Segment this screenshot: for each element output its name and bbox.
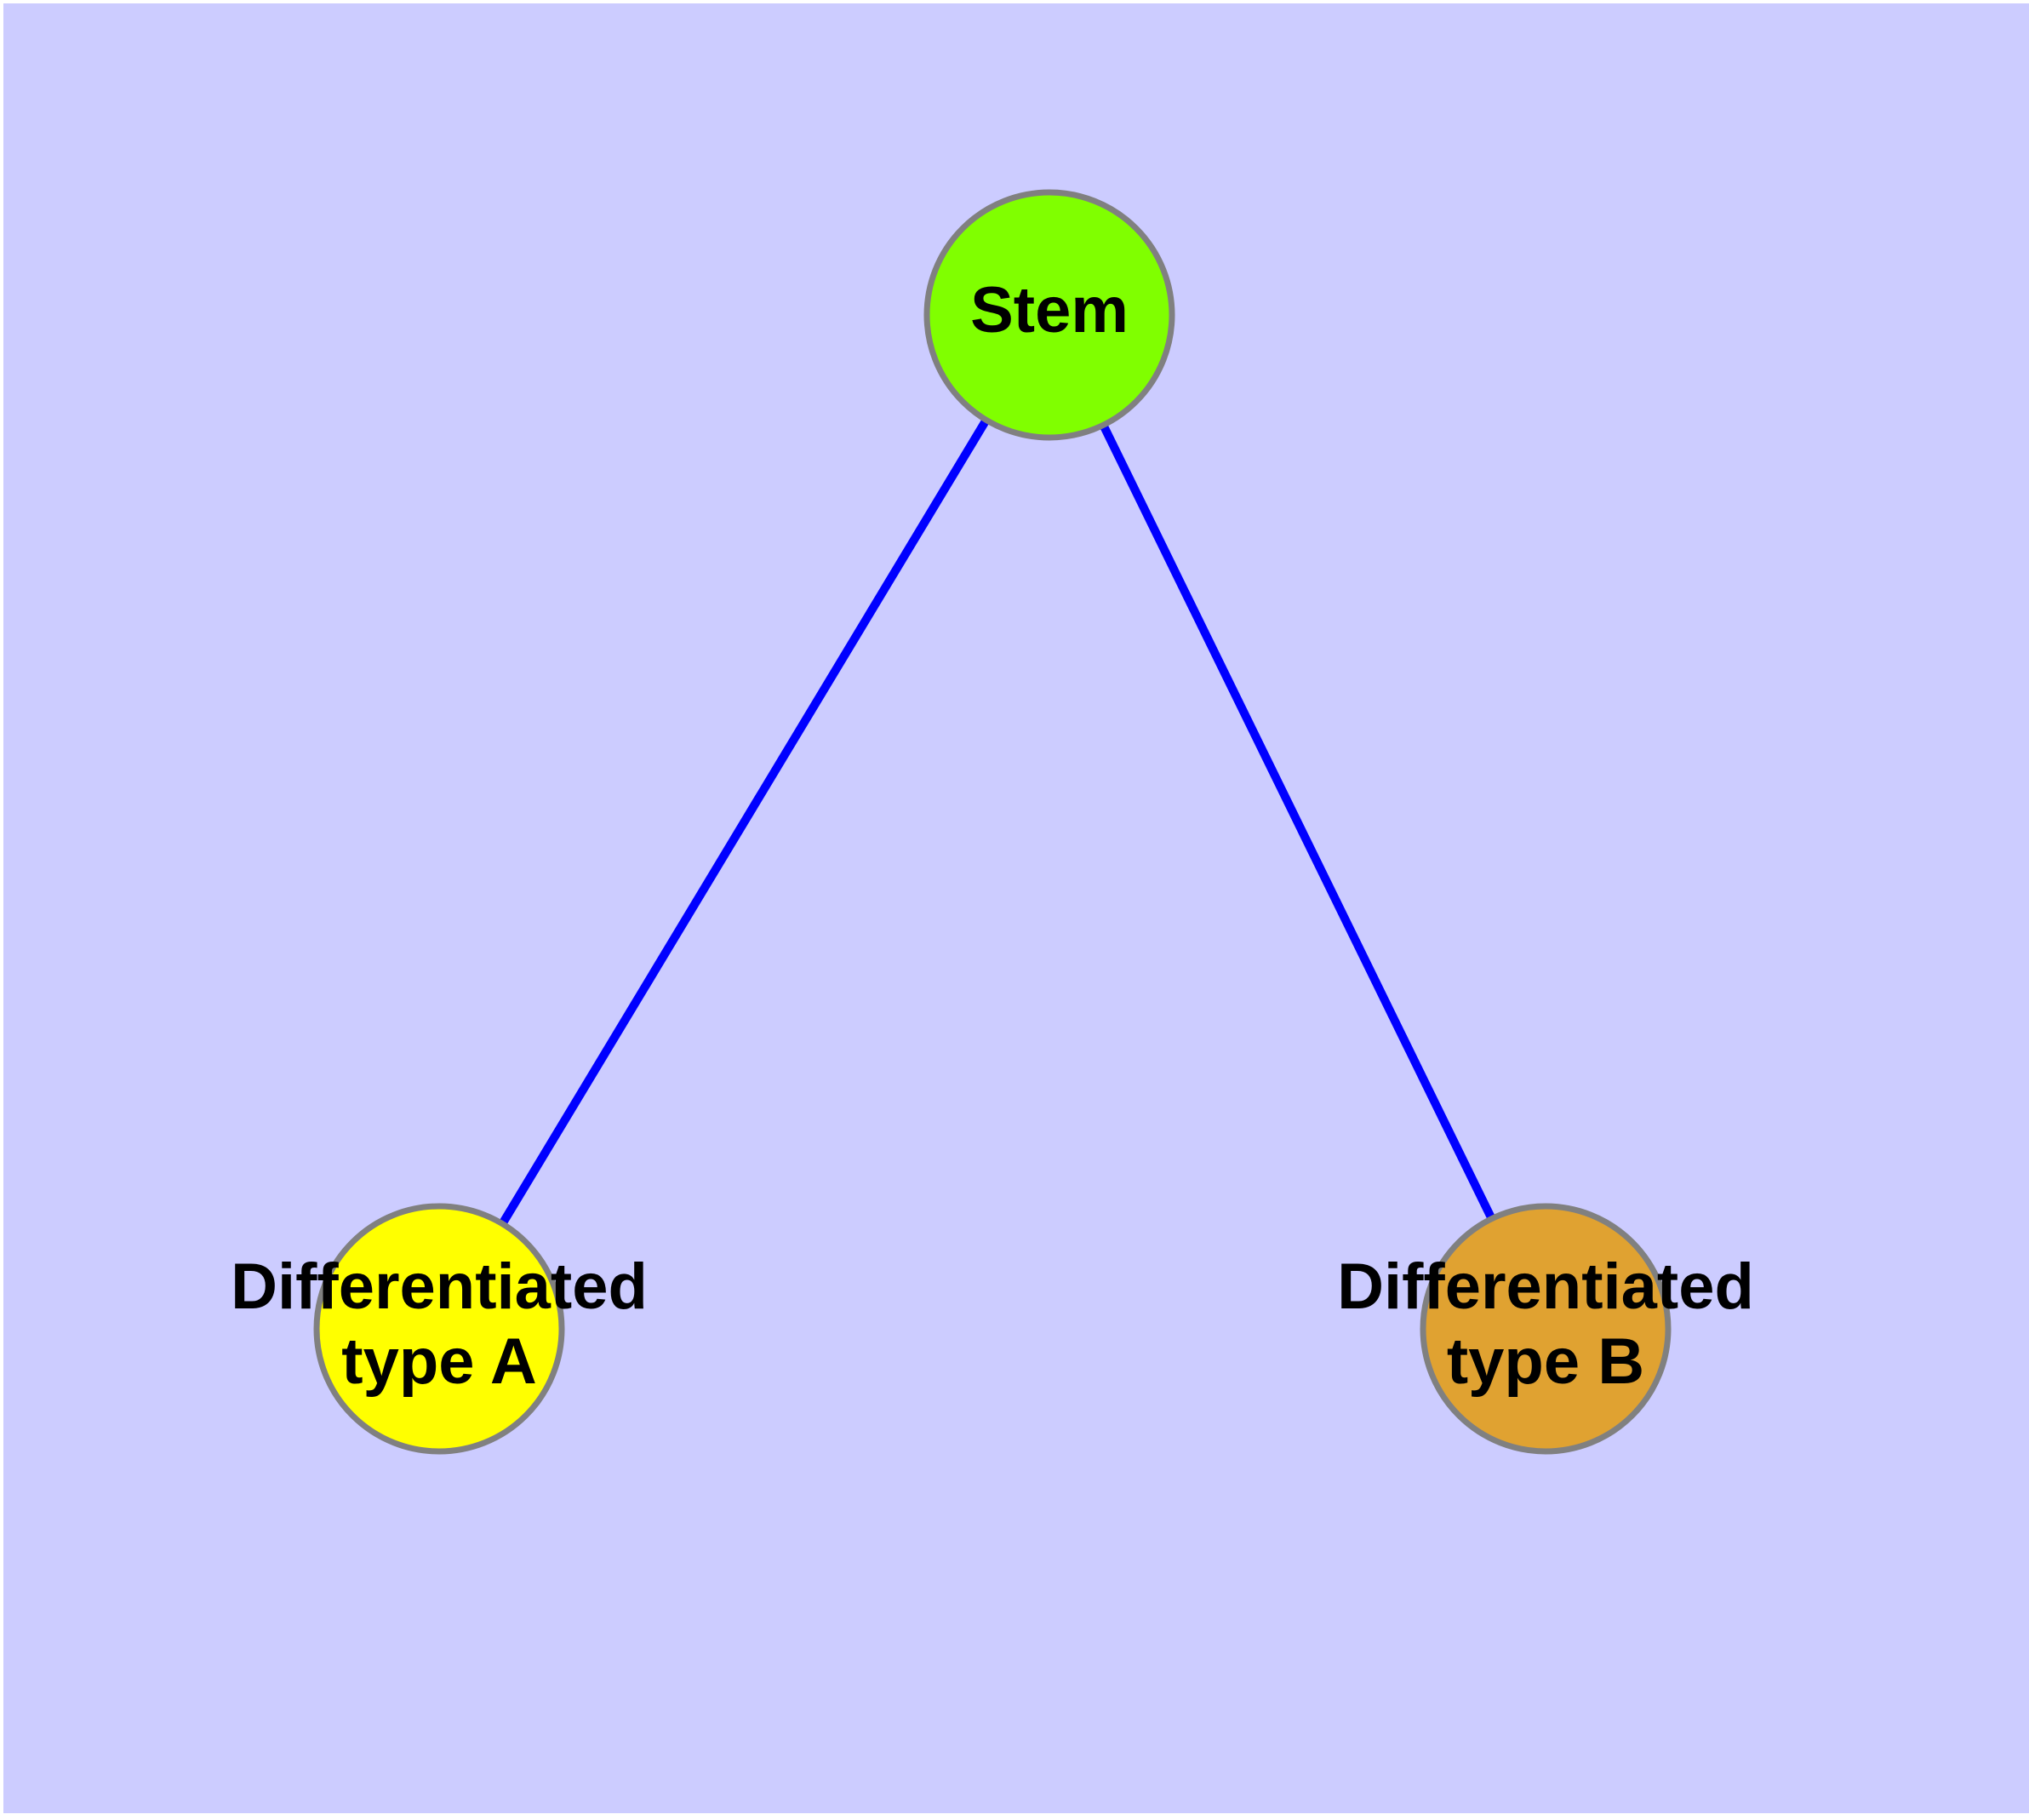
edge-layer bbox=[435, 312, 1550, 1331]
graph-node-label-line: Stem bbox=[970, 274, 1129, 346]
graph-edge-stem-diff_b[interactable] bbox=[1045, 312, 1550, 1331]
graph-edge-stem-diff_a[interactable] bbox=[435, 312, 1054, 1331]
graph-node-label-stem: Stem bbox=[970, 274, 1129, 346]
graph-node-label-line: type A bbox=[341, 1325, 536, 1398]
graph-node-label-line: Differentiated bbox=[231, 1251, 648, 1323]
graph-node-label-line: type B bbox=[1447, 1325, 1644, 1398]
graph-node-diff_a[interactable] bbox=[313, 1203, 565, 1455]
graph-node-stem[interactable] bbox=[923, 189, 1175, 441]
node-layer bbox=[313, 189, 1672, 1455]
graph-node-diff_b[interactable] bbox=[1420, 1203, 1672, 1455]
graph-node-label-line: Differentiated bbox=[1337, 1251, 1754, 1323]
